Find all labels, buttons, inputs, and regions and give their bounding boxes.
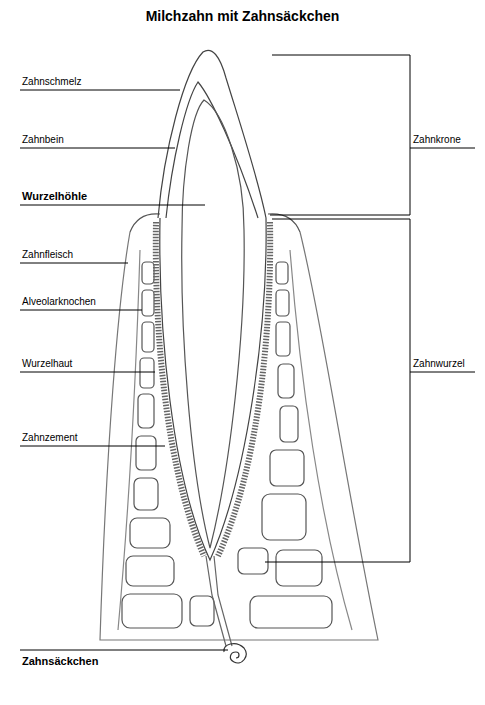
region-label: Zahnkrone <box>413 134 461 146</box>
part-label: Zahnzement <box>22 432 78 444</box>
diagram-title: Milchzahn mit Zahnsäckchen <box>0 8 485 25</box>
part-label: Zahnfleisch <box>22 249 73 261</box>
region-label: Zahnwurzel <box>413 358 465 370</box>
part-label: Wurzelhaut <box>22 358 72 370</box>
part-label: Wurzelhöhle <box>22 190 87 202</box>
part-label: Zahnschmelz <box>22 76 81 88</box>
part-label: Alveolarknochen <box>22 296 96 308</box>
part-label: Zahnsäckchen <box>22 655 98 667</box>
part-label: Zahnbein <box>22 134 64 146</box>
